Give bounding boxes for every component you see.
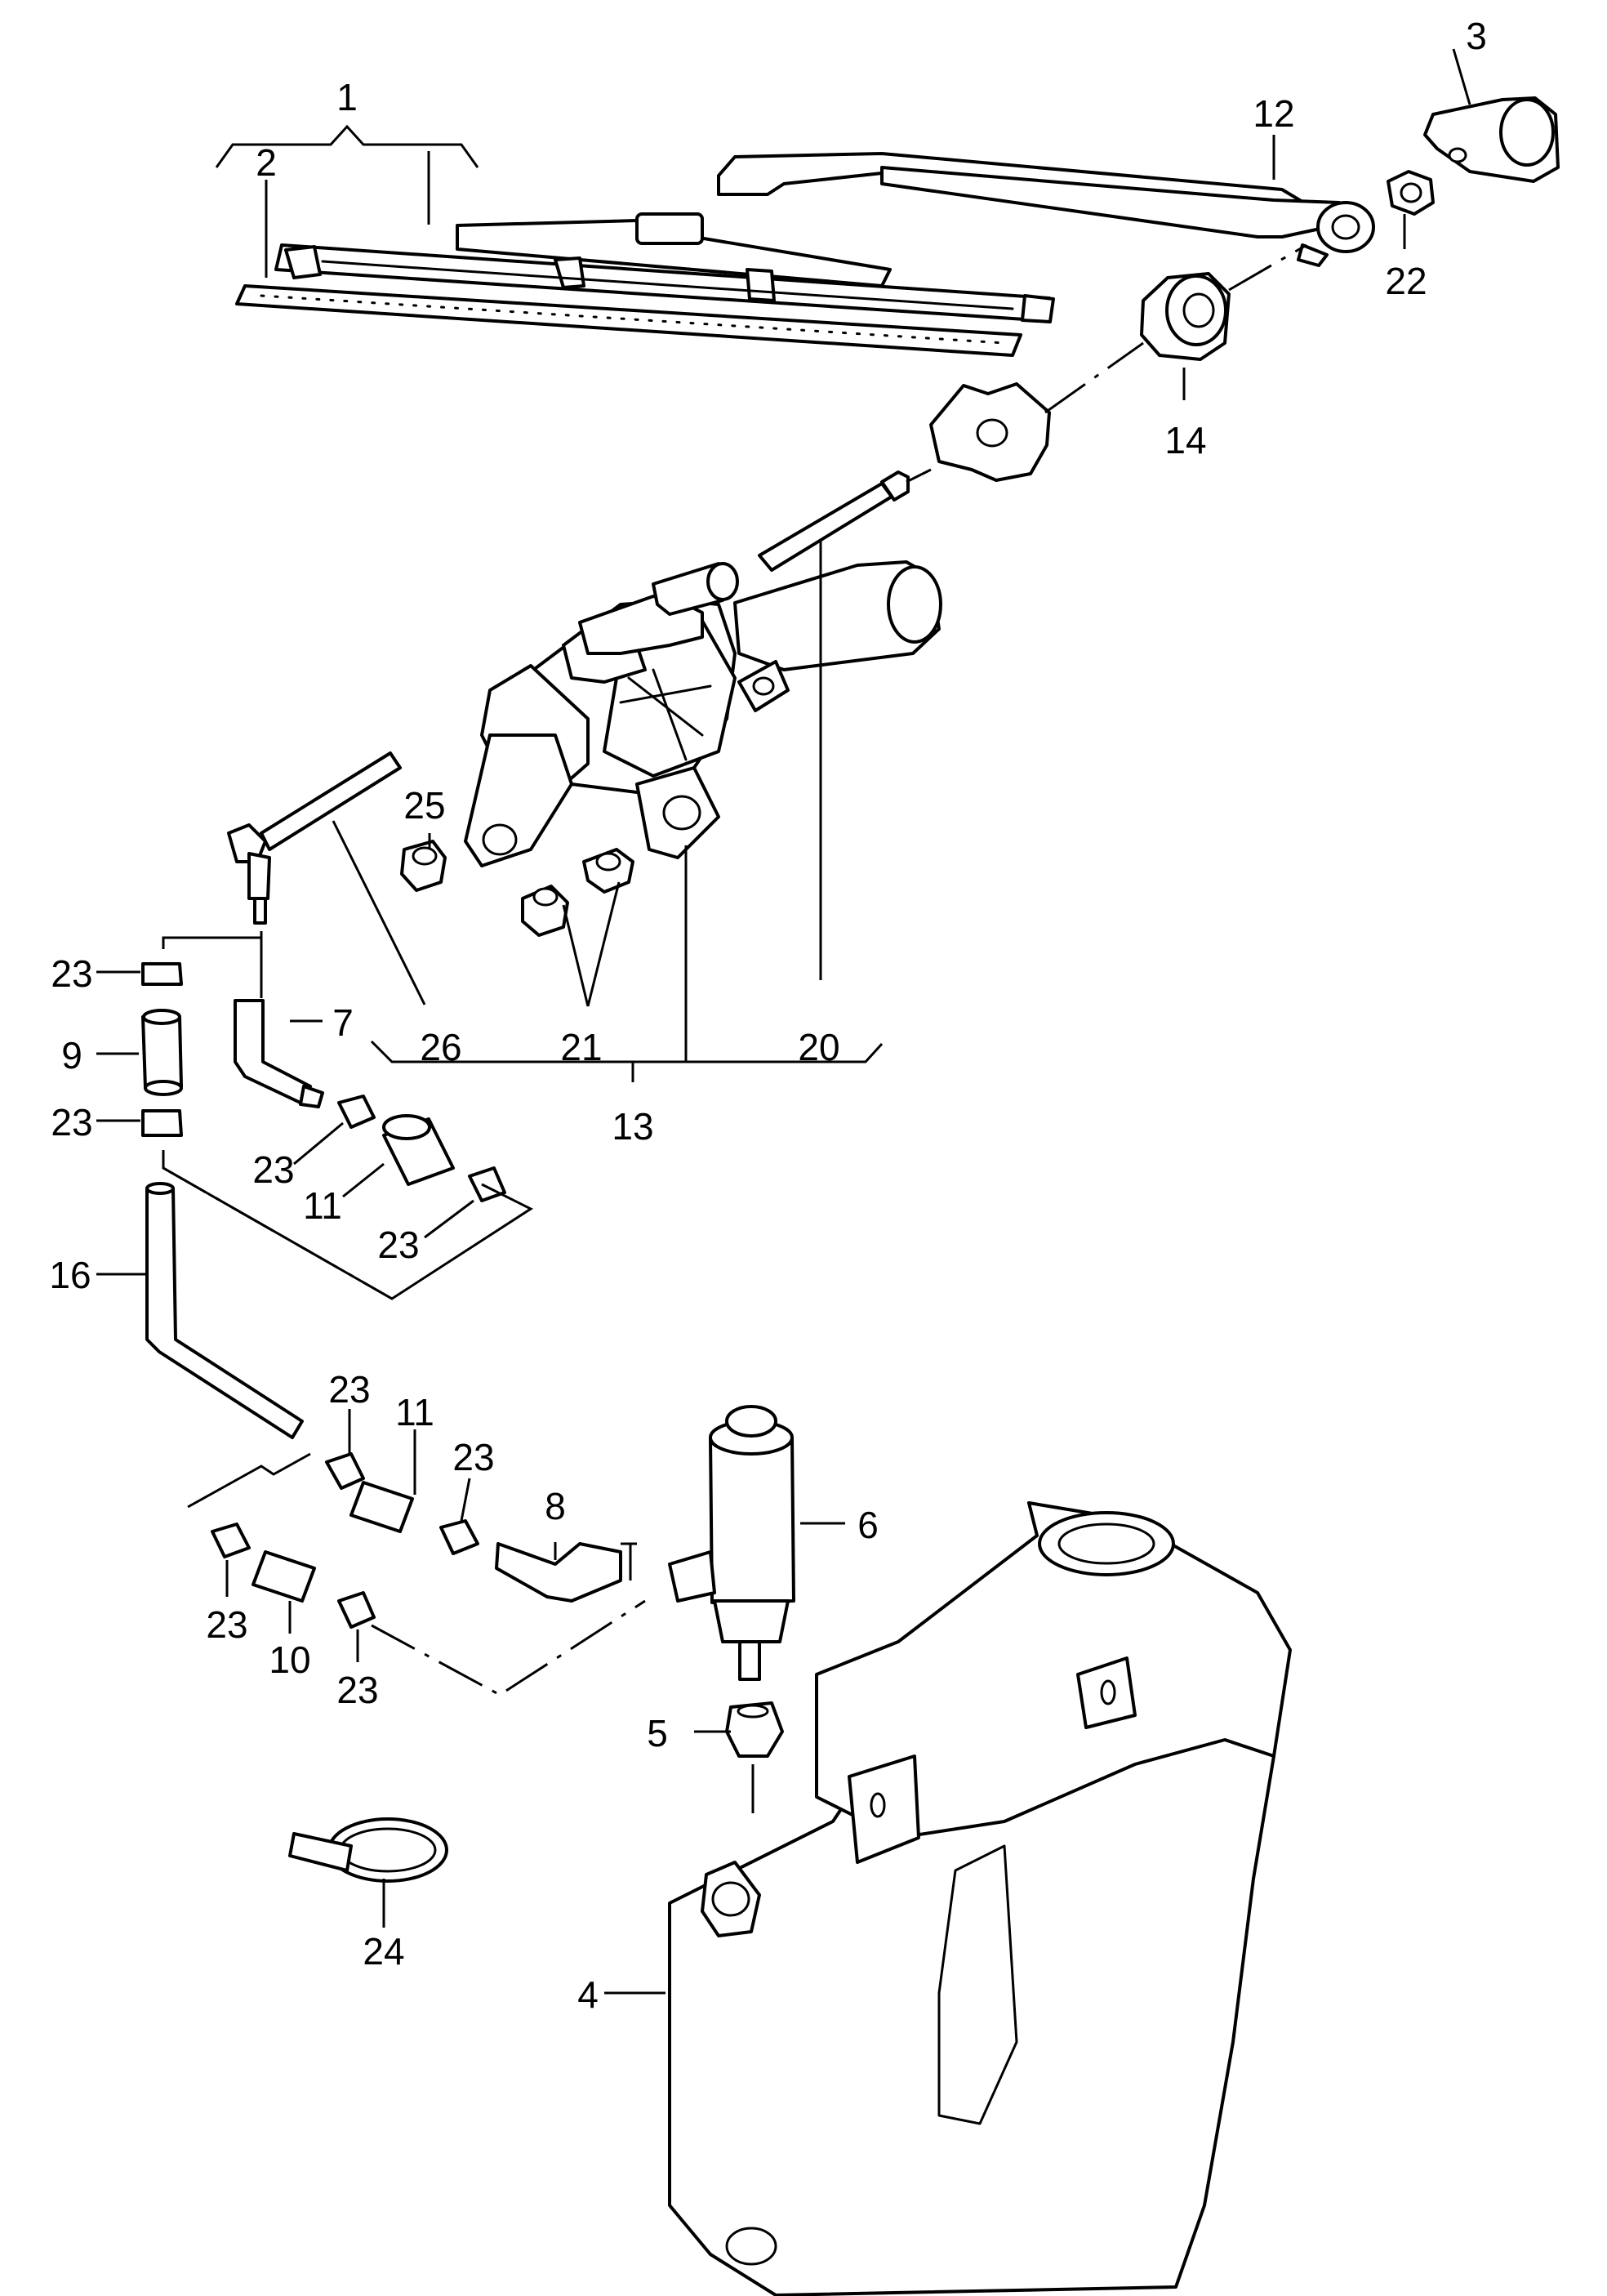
- rubber-seal: [929, 382, 1051, 482]
- hose-9: [141, 1009, 183, 1096]
- leader-lines: [96, 48, 1471, 1995]
- wiper-arm: [717, 152, 1375, 267]
- label-12: 12: [1253, 92, 1294, 135]
- wiper-blade: [235, 212, 1055, 357]
- label-3: 3: [1466, 15, 1487, 57]
- label-4: 4: [577, 1973, 599, 2016]
- label-23-c: 23: [252, 1148, 294, 1191]
- cable-tie: [288, 1817, 448, 1883]
- label-25: 25: [403, 784, 445, 827]
- label-13: 13: [612, 1105, 653, 1148]
- label-14: 14: [1164, 419, 1206, 461]
- clips-23-middle: [211, 1452, 479, 1629]
- label-2: 2: [256, 141, 277, 184]
- label-23-f: 23: [452, 1436, 494, 1478]
- label-23-h: 23: [336, 1669, 378, 1711]
- label-23-a: 23: [51, 952, 92, 995]
- label-24: 24: [363, 1930, 404, 1973]
- label-23-b: 23: [51, 1101, 92, 1144]
- hose-26: [227, 751, 402, 925]
- hose-11-lower: [349, 1481, 414, 1533]
- label-20: 20: [798, 1026, 839, 1068]
- hex-nut: [1387, 170, 1435, 216]
- label-5: 5: [647, 1712, 668, 1754]
- label-26: 26: [420, 1026, 461, 1068]
- label-6: 6: [857, 1504, 879, 1546]
- label-7: 7: [332, 1001, 354, 1044]
- bushing: [1140, 272, 1231, 361]
- spray-shaft: [758, 470, 910, 572]
- label-22: 22: [1385, 260, 1427, 302]
- rubber-buffers-21: [521, 848, 634, 937]
- callout-labels: 1 2 3 12 22 14 25 23 7 9 26 21 20 13 23 …: [49, 15, 1486, 2016]
- label-16: 16: [49, 1254, 91, 1296]
- label-8: 8: [545, 1485, 566, 1527]
- label-10: 10: [269, 1638, 310, 1681]
- label-23-e: 23: [328, 1368, 370, 1411]
- hose-elbow-7: [234, 999, 324, 1108]
- label-1: 1: [336, 76, 358, 118]
- hose-16: [145, 1182, 304, 1439]
- label-23-g: 23: [206, 1603, 247, 1646]
- label-9: 9: [61, 1034, 82, 1077]
- washer-pump: [668, 1405, 795, 1681]
- label-21: 21: [560, 1026, 602, 1068]
- wiper-motor: [464, 560, 942, 867]
- hose-10: [252, 1550, 316, 1603]
- wiper-arm-cap: [1423, 96, 1560, 183]
- clips-23-left: [141, 962, 506, 1202]
- label-11-b: 11: [395, 1391, 434, 1433]
- pump-grommet: [725, 1701, 784, 1758]
- rubber-buffer-25: [400, 840, 447, 892]
- washer-reservoir: [668, 1501, 1292, 2296]
- label-11-a: 11: [303, 1184, 342, 1227]
- hose-elbow-8: [495, 1542, 622, 1603]
- label-23-d: 23: [377, 1224, 419, 1266]
- hose-11-upper: [382, 1114, 455, 1186]
